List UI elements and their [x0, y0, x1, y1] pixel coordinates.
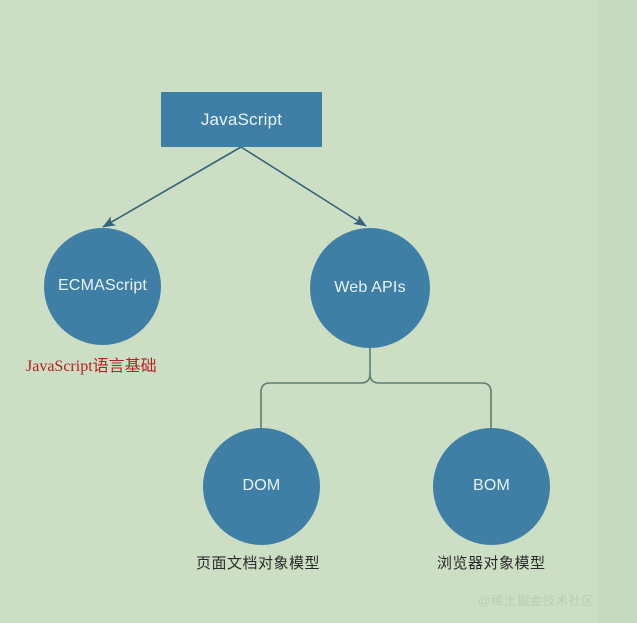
- canvas-edge-strip: [598, 0, 637, 623]
- node-web-apis-label: Web APIs: [334, 278, 406, 296]
- node-javascript-label: JavaScript: [200, 109, 283, 129]
- watermark-text: @稀土掘金技术社区: [478, 594, 595, 608]
- edge-webapis-bracket: [369, 348, 492, 428]
- watermark: @稀土掘金技术社区: [478, 590, 594, 609]
- edge-javascript-webapis: [240, 146, 367, 227]
- caption-dom-text: 页面文档对象模型: [196, 555, 321, 572]
- caption-bom-text: 浏览器对象模型: [437, 555, 546, 572]
- node-ecmascript[interactable]: ECMAScript: [44, 228, 161, 345]
- caption-bom: 浏览器对象模型: [437, 552, 546, 573]
- edge-webapis-bracket-left: [260, 373, 371, 428]
- node-bom[interactable]: BOM: [433, 428, 550, 545]
- node-web-apis[interactable]: Web APIs: [310, 228, 430, 348]
- edge-javascript-ecmascript: [102, 146, 242, 228]
- node-dom[interactable]: DOM: [203, 428, 320, 545]
- caption-ecmascript: JavaScript语言基础: [26, 352, 157, 376]
- node-dom-label: DOM: [242, 477, 281, 495]
- caption-dom: 页面文档对象模型: [196, 552, 320, 573]
- node-ecmascript-label: ECMAScript: [57, 277, 148, 295]
- node-bom-label: BOM: [472, 477, 511, 495]
- node-javascript[interactable]: JavaScript: [161, 92, 322, 147]
- caption-ecmascript-text: JavaScript语言基础: [26, 358, 157, 375]
